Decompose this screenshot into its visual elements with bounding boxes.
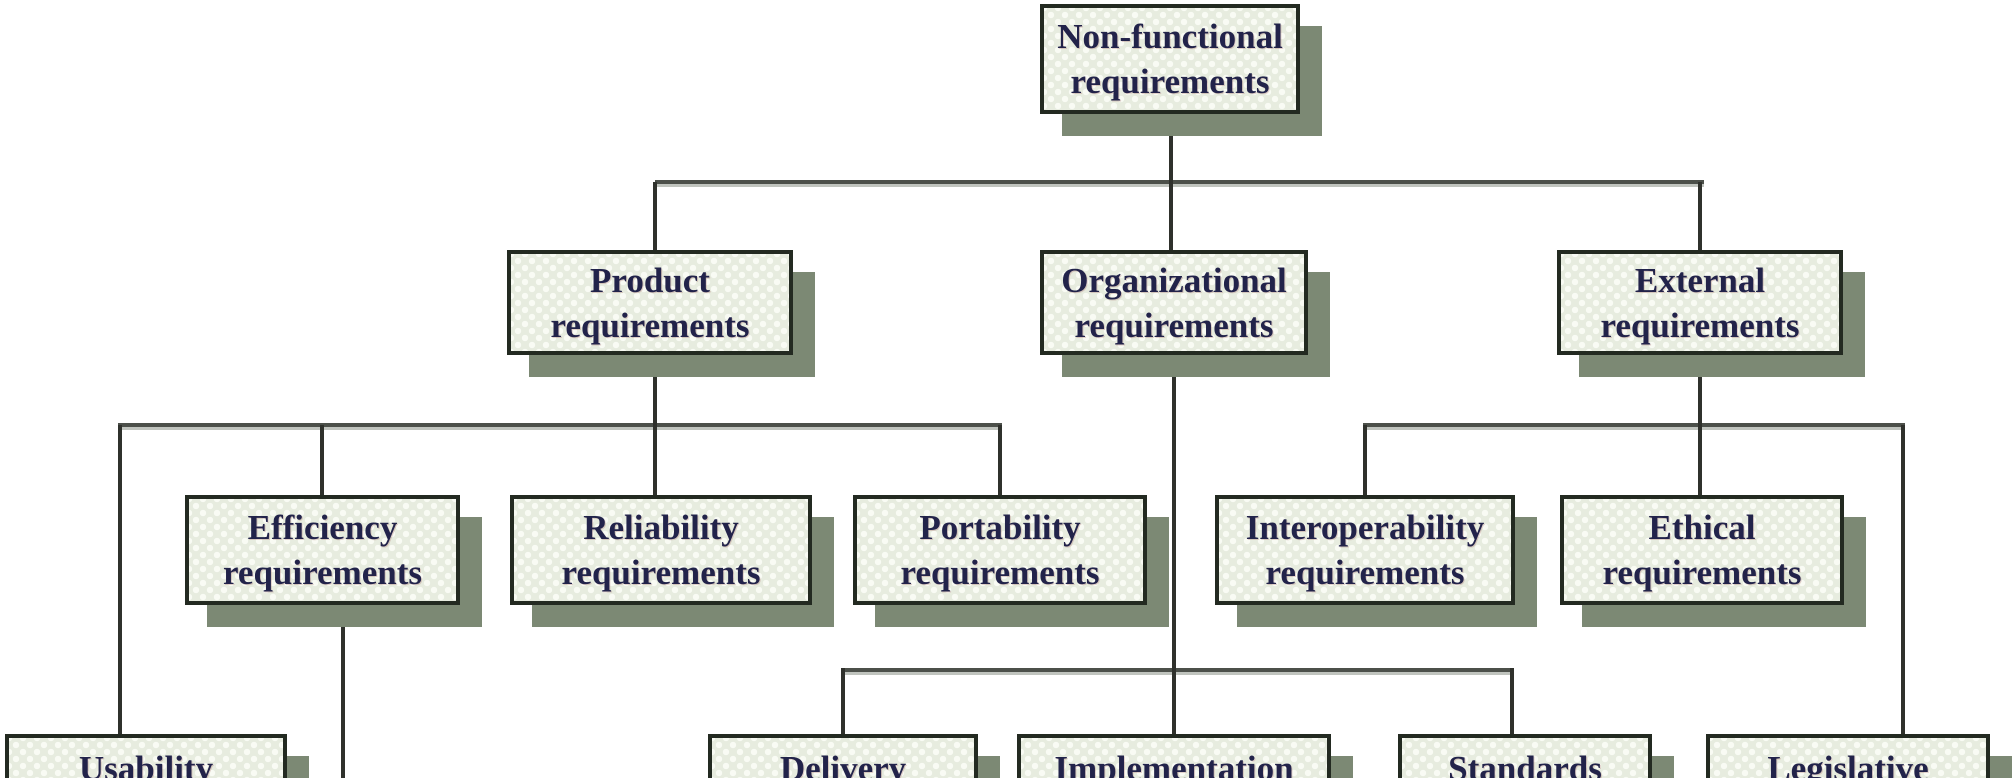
edge-product-to-reliability xyxy=(653,353,657,495)
edge-drop-to-product xyxy=(653,182,657,250)
node-label: Standards xyxy=(1448,749,1602,778)
node-label: Implementation xyxy=(1054,749,1294,778)
node-interoperability-requirements: Interoperability requirements xyxy=(1215,495,1515,605)
edge-drop-to-usability xyxy=(118,425,122,736)
edge-drop-to-efficiency xyxy=(320,425,324,495)
node-label: requirements xyxy=(1600,305,1800,345)
node-label: Reliability xyxy=(583,508,739,547)
node-label: requirements xyxy=(561,553,761,592)
edge-root-children-horizontal xyxy=(655,180,1704,184)
edge-drop-to-standards xyxy=(1510,668,1514,736)
node-organizational-requirements: Organizational requirements xyxy=(1040,250,1308,355)
node-implementation-requirements: Implementation xyxy=(1017,734,1331,778)
node-label: Non-functional xyxy=(1057,17,1283,56)
node-label: requirements xyxy=(550,305,750,345)
node-product-requirements: Product requirements xyxy=(507,250,793,355)
edge-external-to-ethical xyxy=(1698,353,1702,495)
edge-product-children-horizontal xyxy=(118,423,1002,427)
edge-organizational-children-horizontal xyxy=(841,668,1514,672)
node-label: requirements xyxy=(1074,305,1274,345)
node-label: requirements xyxy=(1265,553,1465,592)
node-ethical-requirements: Ethical requirements xyxy=(1560,495,1844,605)
edge-external-children-horizontal xyxy=(1363,423,1905,427)
node-external-requirements: External requirements xyxy=(1557,250,1843,355)
edge-organizational-to-implementation xyxy=(1172,353,1176,736)
node-label: Ethical xyxy=(1648,508,1756,547)
edge-drop-to-delivery xyxy=(841,668,845,736)
edge-root-to-organizational xyxy=(1169,114,1173,250)
node-non-functional-requirements: Non-functional requirements xyxy=(1040,4,1300,114)
node-label: Legislative xyxy=(1767,749,1929,778)
edge-drop-to-interoperability xyxy=(1363,425,1367,495)
node-standards-requirements: Standards xyxy=(1398,734,1652,778)
node-efficiency-requirements: Efficiency requirements xyxy=(185,495,460,605)
node-legislative-requirements: Legislative xyxy=(1706,734,1990,778)
node-portability-requirements: Portability requirements xyxy=(853,495,1147,605)
node-label: requirements xyxy=(1070,62,1270,101)
node-label: Delivery xyxy=(779,749,907,778)
node-label: External xyxy=(1634,260,1766,300)
node-label: Interoperability xyxy=(1245,508,1485,547)
node-delivery-requirements: Delivery xyxy=(708,734,978,778)
edge-drop-to-portability xyxy=(998,425,1002,495)
node-label: Usability xyxy=(78,749,214,778)
node-label: Portability xyxy=(919,508,1081,547)
node-reliability-requirements: Reliability requirements xyxy=(510,495,812,605)
node-label: requirements xyxy=(1602,553,1802,592)
node-label: requirements xyxy=(223,553,422,592)
node-label: requirements xyxy=(900,553,1100,592)
edge-efficiency-down xyxy=(341,603,345,778)
node-usability-requirements: Usability xyxy=(5,734,287,778)
edge-drop-to-external xyxy=(1698,182,1702,250)
edge-drop-to-legislative xyxy=(1901,425,1905,736)
node-label: Organizational xyxy=(1061,260,1287,300)
node-label: Product xyxy=(590,260,710,300)
node-label: Efficiency xyxy=(247,508,398,547)
